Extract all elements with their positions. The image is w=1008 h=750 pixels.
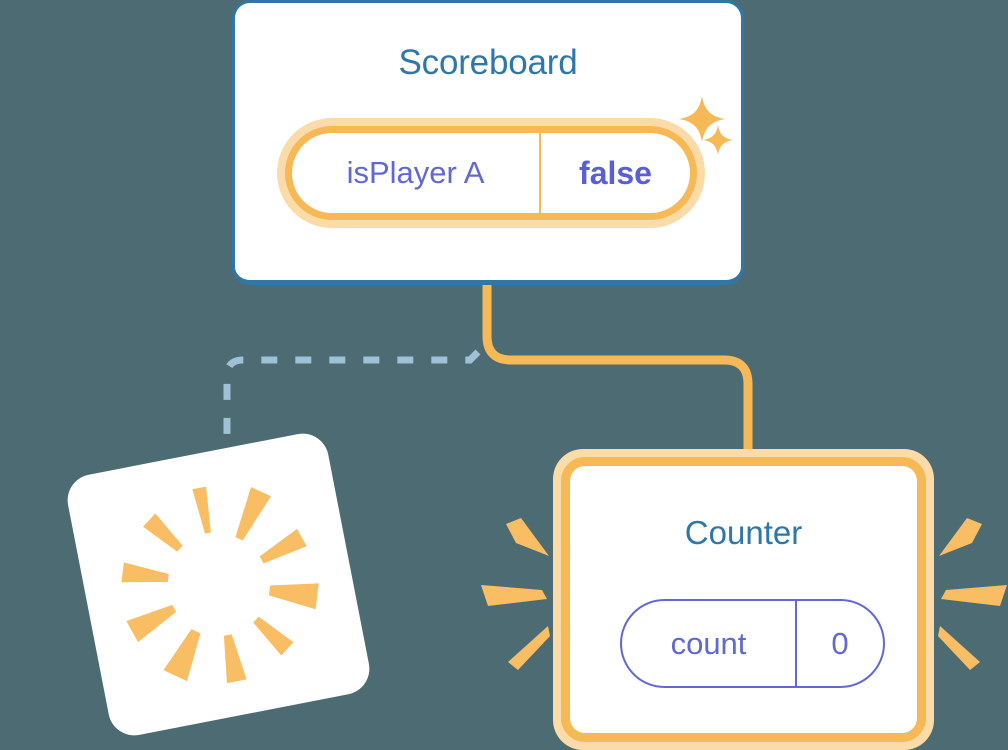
blank-card[interactable] xyxy=(63,429,374,740)
counter-rays-left xyxy=(481,518,550,670)
counter-card[interactable]: Counter count 0 xyxy=(553,449,934,750)
counter-rays-right xyxy=(938,518,1007,670)
scoreboard-entry-pill[interactable]: isPlayer A false xyxy=(285,126,697,220)
scoreboard-entry-key: isPlayer A xyxy=(292,133,541,213)
counter-entry-key: count xyxy=(622,601,797,686)
connector-solid-to-counter xyxy=(482,285,753,458)
scoreboard-card[interactable]: Scoreboard isPlayer A false xyxy=(232,0,744,285)
scoreboard-entry-highlight: isPlayer A false xyxy=(277,118,705,228)
sparkle-icon xyxy=(679,96,725,142)
scoreboard-title: Scoreboard xyxy=(398,43,578,82)
counter-title: Counter xyxy=(684,514,803,551)
sparkle-small-icon xyxy=(703,125,733,155)
scoreboard-entry-value: false xyxy=(579,154,652,191)
counter-entry-pill[interactable]: count 0 xyxy=(620,599,885,688)
counter-entry-value: 0 xyxy=(831,625,849,661)
burst-rays-icon xyxy=(121,486,319,684)
counter-card-inner: Counter count 0 xyxy=(561,457,926,742)
